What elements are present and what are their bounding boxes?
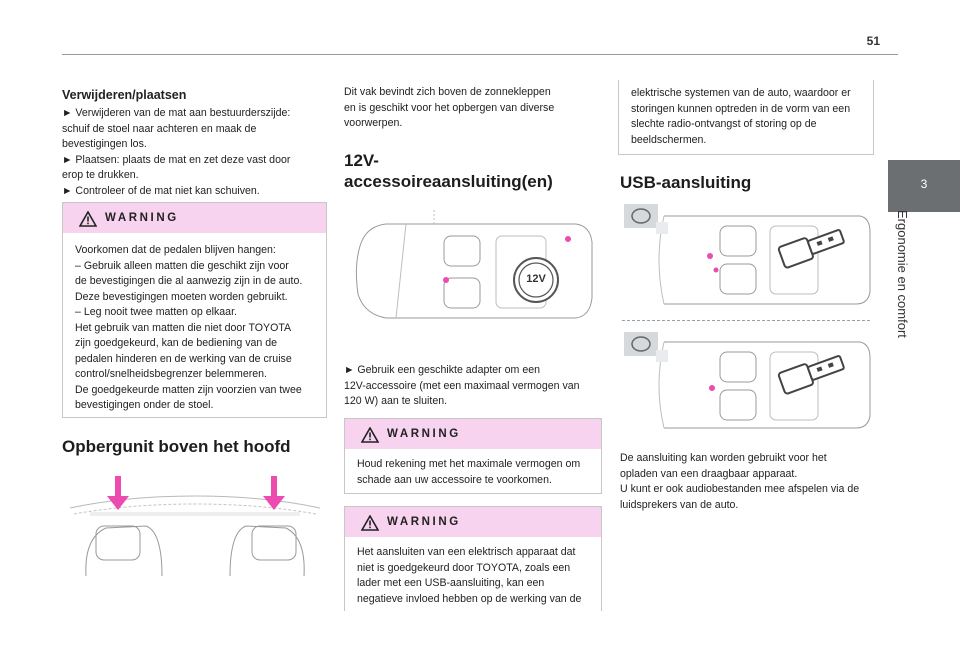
socket-label: 12V	[526, 273, 546, 285]
warning-box-power: WARNING Houd rekening met het maximale v…	[344, 418, 602, 494]
page-number: 51	[866, 34, 880, 48]
warning-header: WARNING	[345, 419, 601, 449]
seat-icon	[656, 350, 668, 362]
steering-wheel-icon	[624, 204, 658, 228]
warning-triangle-icon	[79, 211, 97, 227]
arrow-down-icon	[107, 476, 129, 510]
illustration-divider	[622, 320, 870, 321]
warning-title: WARNING	[387, 516, 461, 528]
warning-text: Voorkomen dat de pedalen blijven hangen:…	[75, 244, 303, 411]
car-usb-illustration-top	[624, 204, 871, 305]
heading-12v-line1: 12V-	[344, 151, 379, 170]
usb-plug-icon	[777, 229, 845, 269]
instructions-mat: ► Verwijderen van de mat aan bestuurders…	[62, 107, 291, 197]
car-usb-illustration-bottom	[624, 332, 871, 429]
warning-box-usb: WARNING Het aansluiten van een elektrisc…	[344, 506, 602, 611]
seat-icon	[656, 222, 668, 234]
arrow-down-icon	[263, 476, 285, 510]
chapter-number: 3	[920, 177, 928, 191]
heading-12v: 12V- accessoireaansluiting(en)	[344, 150, 553, 192]
heading-12v-line2: accessoireaansluiting(en)	[344, 172, 553, 191]
warning-box-pedals: WARNING Voorkomen dat de pedalen blijven…	[62, 202, 327, 418]
storage-description: Dit vak bevindt zich boven de zonneklepp…	[344, 86, 555, 129]
chapter-label: Ergonomie en comfort	[895, 210, 910, 338]
heading-verwijderen: Verwijderen/plaatsen	[62, 88, 187, 102]
heading-usb: USB-aansluiting	[620, 173, 752, 192]
chapter-tab[interactable]: 3	[888, 160, 960, 212]
warning-text: Houd rekening met het maximale vermogen …	[357, 458, 581, 486]
warning-title: WARNING	[105, 212, 179, 224]
usb-description: De aansluiting kan worden gebruikt voor …	[620, 452, 860, 511]
warning-title: WARNING	[387, 428, 461, 440]
top-rule	[62, 54, 898, 55]
warning-box-usb-continued: elektrische systemen van de auto, waardo…	[618, 80, 874, 155]
car-12v-illustration	[355, 210, 593, 319]
warning-triangle-icon	[361, 515, 379, 531]
heading-opbergunit: Opbergunit boven het hoofd	[62, 437, 291, 456]
steering-wheel-icon	[624, 332, 658, 356]
overhead-storage-illustration	[69, 476, 321, 576]
warning-triangle-icon	[361, 427, 379, 443]
warning-header: WARNING	[345, 507, 601, 537]
usb-plug-icon	[777, 355, 845, 395]
warning-text: Het aansluiten van een elektrisch appara…	[357, 546, 582, 605]
12v-socket-icon	[513, 257, 559, 303]
adapter-instruction: ► Gebruik een geschikte adapter om een 1…	[344, 364, 580, 407]
warning-header: WARNING	[63, 203, 326, 233]
warning-text-continued: elektrische systemen van de auto, waardo…	[631, 87, 851, 146]
